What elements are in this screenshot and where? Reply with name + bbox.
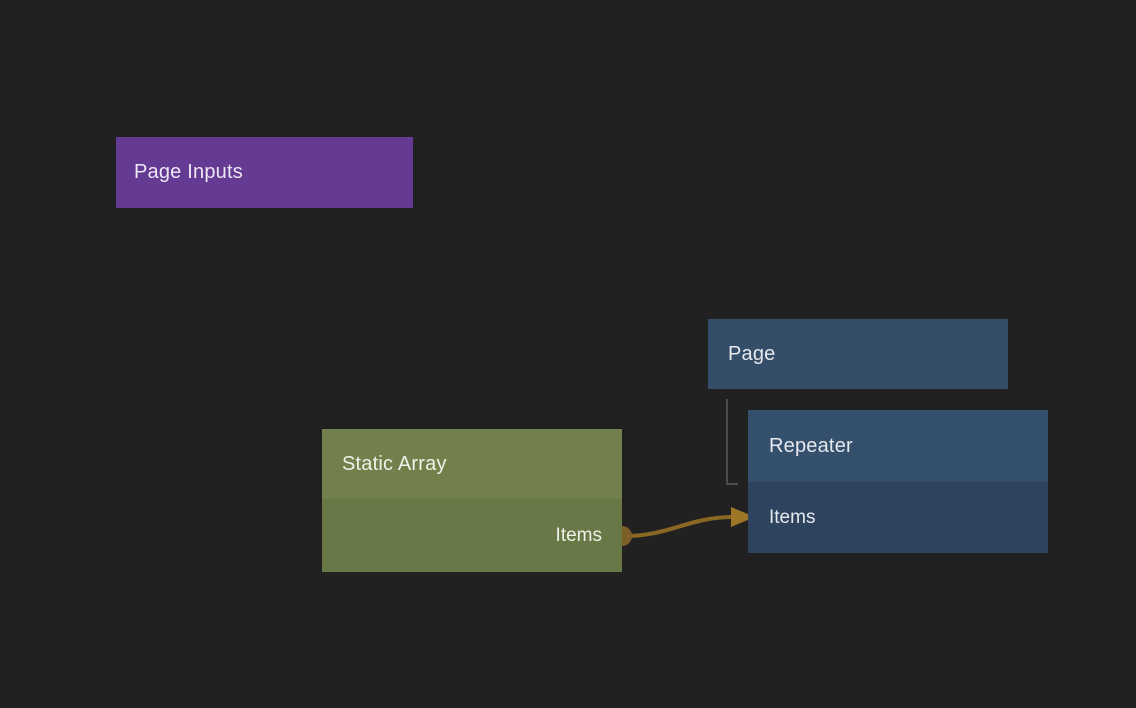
node-page-title: Page [728, 342, 776, 365]
edge-static-array-items-to-repeater-items[interactable] [620, 515, 735, 539]
node-static-array[interactable]: Static Array Items [322, 429, 622, 572]
node-repeater-title: Repeater [748, 410, 1048, 482]
repeater-input-port-items[interactable]: Items [748, 482, 1048, 553]
static-array-output-port-items[interactable]: Items [322, 499, 622, 572]
node-static-array-title: Static Array [322, 429, 622, 499]
node-page-inputs-title: Page Inputs [134, 161, 243, 183]
node-page-inputs[interactable]: Page Inputs [116, 137, 413, 208]
tree-connector-line [726, 399, 738, 485]
static-array-output-port-label: Items [555, 524, 602, 546]
node-page[interactable]: Page [708, 319, 1008, 389]
node-repeater[interactable]: Repeater Items [748, 410, 1048, 553]
edge-arrowhead-icon [731, 507, 755, 527]
repeater-input-port-label: Items [769, 506, 816, 528]
